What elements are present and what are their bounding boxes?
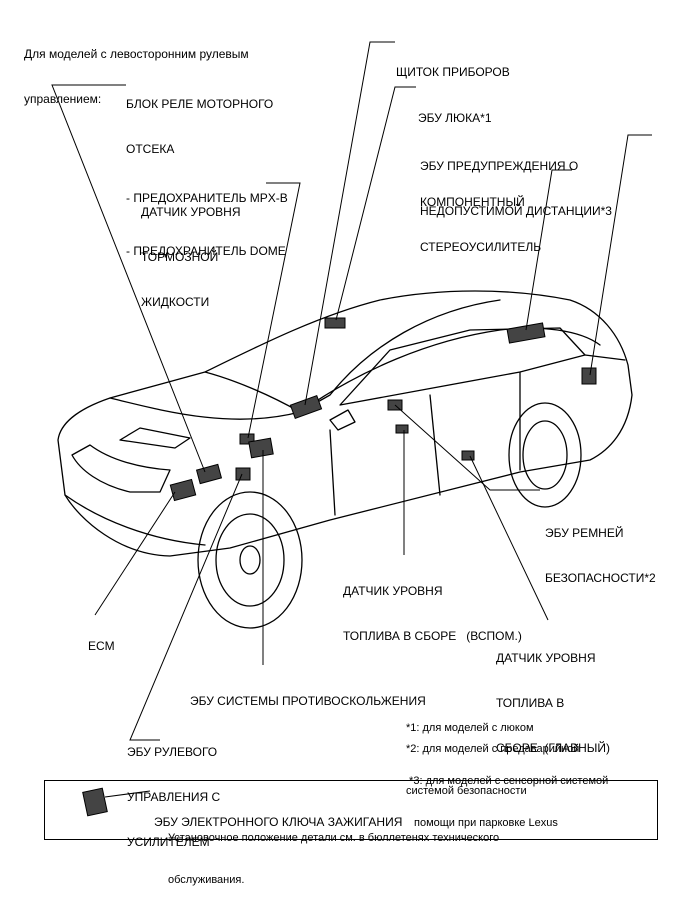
footnote-3: *3: для моделей с сенсорной системой пом… (406, 775, 609, 829)
relay-block-component (195, 463, 223, 485)
label-fuel-sensor-sub: ДАТЧИК УРОВНЯ ТОПЛИВА В СБОРЕ (ВСПОМ.) (343, 584, 522, 643)
leader-eps (129, 473, 243, 741)
front-grille (71, 444, 171, 493)
leader-amplifier (525, 169, 572, 331)
car-location-diagram (51, 41, 652, 817)
ecm-component (169, 478, 197, 502)
label-brake-fluid-sensor: ДАТЧИК УРОВНЯ ТОРМОЗНОЙ ЖИДКОСТИ (141, 205, 241, 309)
trunk-line (584, 354, 626, 361)
amplifier-component (506, 322, 546, 344)
footer-title: ЭБУ ЭЛЕКТРОННОГО КЛЮЧА ЗАЖИГАНИЯ (154, 815, 403, 829)
roof-line (299, 327, 601, 413)
leader-distance (589, 134, 652, 376)
label-relay-block: БЛОК РЕЛЕ МОТОРНОГО ОТСЕКА - ПРЕДОХРАНИТ… (126, 97, 288, 258)
fuel-sub-component (395, 424, 409, 434)
rear-wheel (508, 402, 582, 508)
bumper-line (64, 494, 206, 546)
label-seatbelt-ecu: ЭБУ РЕМНЕЙ БЕЗОПАСНОСТИ*2 (545, 526, 656, 585)
leader-ecm (94, 491, 176, 616)
skid-ecu-component (248, 437, 274, 459)
door-line-front (329, 429, 336, 516)
side-mirror (329, 409, 356, 431)
label-ecm: ECM (88, 639, 115, 653)
footer-box (44, 780, 658, 840)
ignition-key-ecu-icon (82, 787, 108, 817)
footnote-1: *1: для моделей с люком (406, 722, 534, 734)
label-stereo-amplifier: КОМПОНЕНТНЫЙ СТЕРЕОУСИЛИТЕЛЬ (420, 195, 542, 254)
door-line-rear (429, 394, 441, 496)
label-sunroof-ecu: ЭБУ ЛЮКА*1 (418, 111, 492, 125)
leader-fuel-main (469, 455, 549, 621)
label-eps-ecu: ЭБУ РУЛЕВОГО УПРАВЛЕНИЯ С УСИЛИТЕЛЕМ (127, 745, 221, 849)
label-fuel-sensor-main: ДАТЧИК УРОВНЯ ТОПЛИВА В СБОРЕ (ГЛАВНЫЙ) (496, 651, 611, 755)
footnote-2: *2: для моделей с предаварийной системой… (406, 743, 580, 797)
rear-wheel-rim (522, 420, 568, 490)
sunroof-ecu-component (324, 317, 346, 329)
label-skid-control-ecu: ЭБУ СИСТЕМЫ ПРОТИВОСКОЛЬЖЕНИЯ (190, 694, 426, 708)
leader-ignition-key (104, 790, 151, 798)
label-distance-warning-ecu: ЭБУ ПРЕДУПРЕЖДЕНИЯ О НЕДОПУСТИМОЙ ДИСТАН… (420, 159, 612, 218)
leader-seatbelt (394, 404, 540, 491)
distance-ecu-component (581, 367, 597, 385)
headlight (119, 427, 191, 449)
leader-brake (247, 182, 301, 439)
footer-text: Установочное положение детали см. в бюлл… (168, 832, 500, 886)
leader-relay (51, 84, 206, 473)
front-wheel-hub (239, 545, 261, 575)
front-wheel (197, 491, 303, 629)
front-wheel-rim (215, 513, 285, 607)
eps-ecu-component (235, 467, 251, 481)
hood-crease (109, 397, 301, 420)
leader-instrument (304, 41, 395, 406)
fuel-main-component (461, 450, 475, 461)
leader-sunroof (335, 86, 416, 321)
side-window (339, 327, 586, 406)
instrument-panel-component (289, 394, 323, 420)
brake-sensor-component (239, 433, 255, 445)
car-body-outline (57, 290, 633, 557)
label-instrument-panel: ЩИТОК ПРИБОРОВ (396, 65, 510, 79)
header-text: Для моделей с левосторонним рулевым упра… (24, 47, 249, 106)
windshield-line (204, 299, 501, 413)
